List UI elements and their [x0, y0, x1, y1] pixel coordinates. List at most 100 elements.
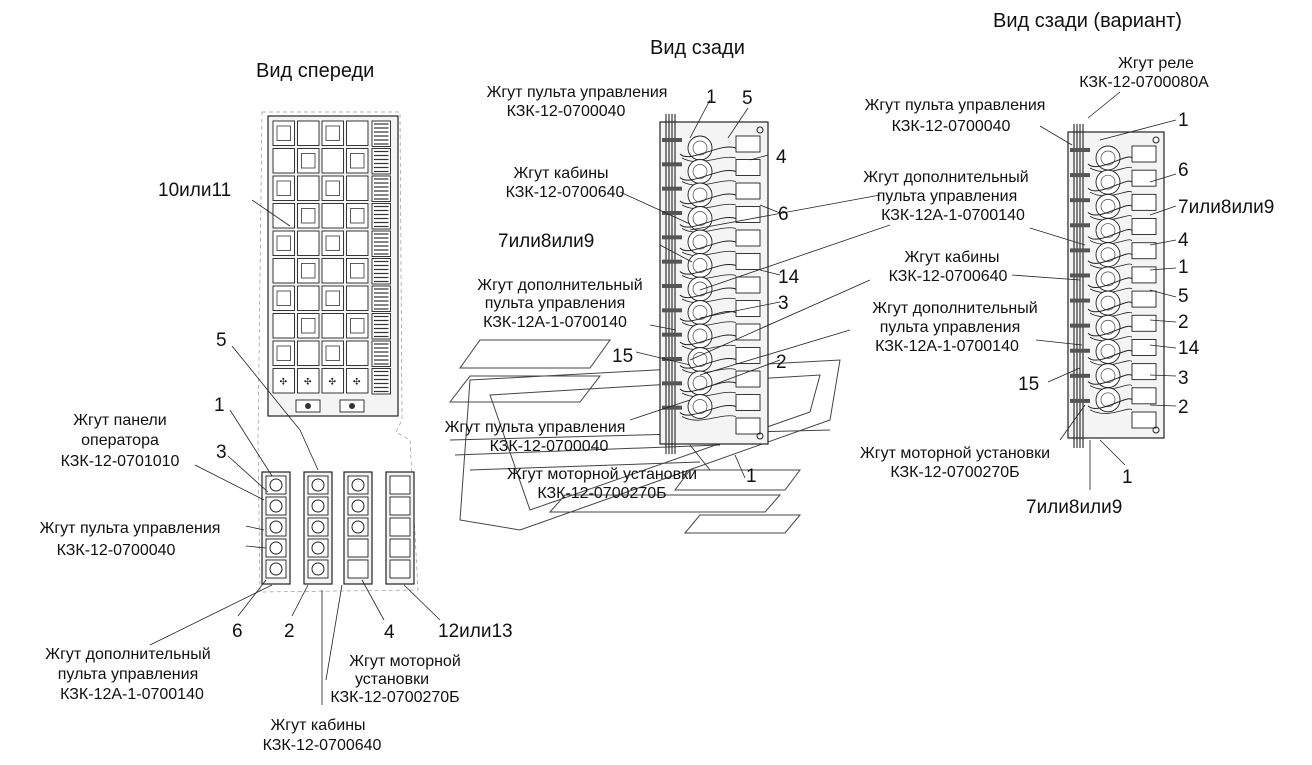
variant-connector — [1131, 290, 1157, 308]
front-control-panel-harness-label: Жгут пульта управления КЗК-12-0700040 — [40, 520, 221, 559]
rear-variant-view-title: Вид сзади (вариант) — [993, 10, 1182, 32]
front-fuse-strip — [371, 258, 391, 285]
front-relay-socket — [272, 368, 295, 394]
rear-cabin-harness-label: Жгут кабины КЗК-12-0700640 — [506, 165, 625, 201]
front-fuse-strip — [371, 313, 391, 340]
rear-connector — [735, 370, 761, 388]
front-relay-socket — [321, 230, 344, 256]
svg-text:КЗК-12А-1-0700140: КЗК-12А-1-0700140 — [881, 207, 1025, 224]
svg-text:Жгут кабины: Жгут кабины — [270, 717, 365, 734]
svg-text:КЗК-12-0700270Б: КЗК-12-0700270Б — [890, 464, 1019, 481]
svg-text:✣: ✣ — [304, 376, 312, 386]
svg-text:Жгут моторной установки: Жгут моторной установки — [507, 466, 697, 483]
svg-text:КЗК-12А-1-0700140: КЗК-12А-1-0700140 — [483, 314, 627, 331]
variant-ref-7-8-9-top: 7или8или9 — [1178, 197, 1274, 218]
front-relay-socket — [297, 175, 320, 201]
variant-connector — [1131, 339, 1157, 356]
variant-connector — [1131, 387, 1157, 405]
rear-leaders — [619, 99, 891, 479]
front-relay-socket — [321, 175, 344, 201]
variant-connector — [1131, 266, 1157, 284]
svg-text:Жгут пульта управления: Жгут пульта управления — [40, 520, 221, 537]
variant-connector — [1131, 218, 1157, 235]
svg-text:пульта управления: пульта управления — [880, 319, 1021, 336]
rear-relay — [687, 394, 713, 419]
svg-text:✣: ✣ — [353, 376, 361, 386]
front-ref-4: 4 — [384, 622, 395, 643]
rear-relay-panel — [659, 114, 769, 454]
svg-text:КЗК-12-0701010: КЗК-12-0701010 — [61, 453, 180, 470]
front-relay-socket — [346, 148, 369, 174]
svg-text:КЗК-12А-1-0700140: КЗК-12А-1-0700140 — [875, 338, 1019, 355]
svg-text:Жгут пульта управления: Жгут пульта управления — [445, 419, 626, 436]
svg-text:пульта управления: пульта управления — [877, 188, 1018, 205]
front-relay-socket — [297, 313, 320, 339]
front-relay-socket — [346, 175, 369, 201]
front-ref-6: 6 — [232, 621, 243, 642]
rear-connector — [735, 182, 761, 200]
variant-ref-14: 14 — [1178, 338, 1200, 359]
front-relay-socket — [346, 368, 369, 394]
variant-ref-3: 3 — [1178, 368, 1189, 389]
front-relay-socket — [297, 120, 320, 146]
svg-text:Жгут дополнительный: Жгут дополнительный — [477, 277, 642, 294]
svg-text:Жгут пульта управления: Жгут пульта управления — [487, 84, 668, 101]
front-relay-socket — [346, 258, 369, 284]
rear-connector — [735, 394, 761, 411]
variant-ref-2-mid: 2 — [1178, 312, 1189, 333]
rear-ghost-outlines — [448, 339, 841, 534]
front-fuse-strip — [371, 230, 391, 257]
front-relay-socket — [321, 340, 344, 366]
variant-ref-15: 15 — [1018, 374, 1039, 395]
front-relay-socket — [346, 313, 369, 339]
rear-connector — [735, 206, 761, 223]
rear-connector — [735, 135, 761, 153]
front-relay-socket — [297, 230, 320, 256]
variant-ref-1-mid: 1 — [1178, 257, 1189, 278]
svg-text:оператора: оператора — [81, 432, 159, 449]
front-cabin-harness-label: Жгут кабины КЗК-12-0700640 — [263, 717, 382, 754]
front-relay-socket — [272, 120, 295, 146]
front-fuse-strip — [371, 148, 391, 175]
rear-extra-control-panel-harness-label: Жгут дополнительный пульта управления КЗ… — [477, 277, 642, 331]
front-relay-socket — [321, 368, 344, 394]
variant-connector — [1131, 314, 1157, 332]
rear-connector — [735, 229, 761, 247]
svg-text:КЗК-12-0700040: КЗК-12-0700040 — [57, 542, 176, 559]
variant-relay-panel — [1067, 124, 1165, 448]
svg-text:Жгут кабины: Жгут кабины — [904, 249, 999, 266]
front-relay-socket — [297, 258, 320, 284]
variant-ref-7-8-9-bottom: 7или8или9 — [1026, 497, 1122, 518]
rear-ref-7-8-9: 7или8или9 — [498, 231, 594, 252]
front-relay-socket — [272, 203, 295, 229]
svg-text:Жгут кабины: Жгут кабины — [513, 165, 608, 182]
front-relay-socket — [272, 285, 295, 311]
front-relay-socket — [272, 148, 295, 174]
variant-leaders — [1011, 91, 1177, 490]
front-engine-harness-label: Жгут моторной установки КЗК-12-0700270Б — [330, 653, 460, 706]
svg-text:установки: установки — [355, 671, 429, 688]
front-relay-socket — [346, 230, 369, 256]
variant-cabin-harness-label: Жгут кабины КЗК-12-0700640 — [889, 249, 1008, 285]
rear-view-title: Вид сзади — [650, 37, 745, 59]
variant-ref-1-bottom: 1 — [1122, 467, 1133, 488]
front-relay-socket — [272, 340, 295, 366]
svg-text:Жгут дополнительный: Жгут дополнительный — [45, 646, 210, 663]
front-relay-socket — [272, 313, 295, 339]
front-relay-socket — [321, 148, 344, 174]
front-fuse-strip — [371, 285, 391, 312]
front-relay-socket — [346, 340, 369, 366]
svg-text:КЗК-12-0700640: КЗК-12-0700640 — [506, 184, 625, 201]
front-ref-12-13: 12или13 — [438, 621, 513, 642]
svg-text:КЗК-12-0700640: КЗК-12-0700640 — [889, 268, 1008, 285]
svg-text:✣: ✣ — [279, 376, 287, 386]
svg-text:КЗК-12А-1-0700140: КЗК-12А-1-0700140 — [60, 686, 204, 703]
front-ref-3: 3 — [216, 442, 227, 463]
front-ref-1: 1 — [214, 395, 225, 416]
svg-text:пульта управления: пульта управления — [58, 666, 199, 683]
svg-text:Жгут панели: Жгут панели — [73, 412, 166, 429]
front-relay-socket — [297, 368, 320, 394]
front-relay-socket — [272, 230, 295, 256]
rear-connector — [735, 323, 761, 341]
